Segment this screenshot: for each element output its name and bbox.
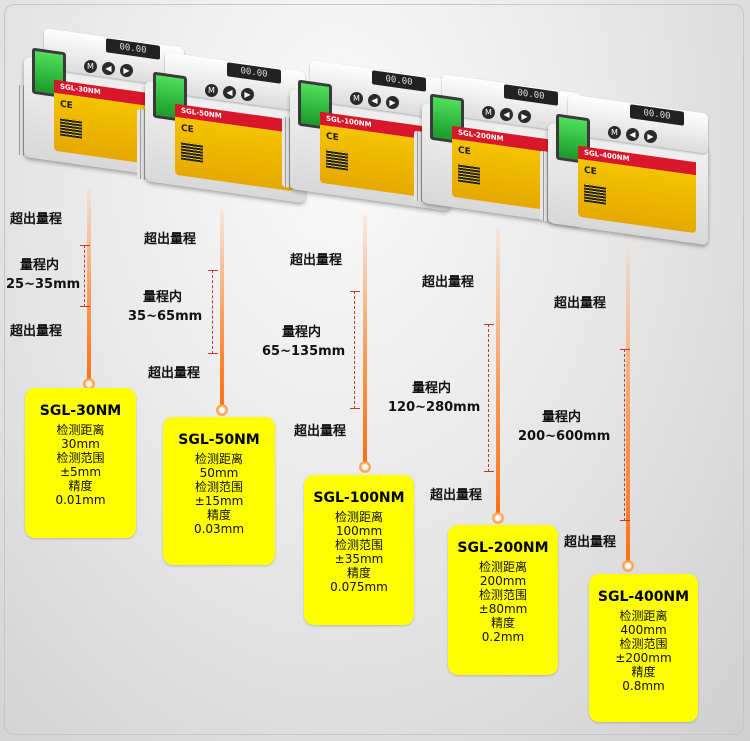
detect-distance-value: 400mm [620,623,667,637]
detect-range-label: 检测范围 [56,451,105,465]
detect-range-value: ±35mm [334,552,384,566]
laser-spot [359,461,371,473]
spec-card-400nm: SGL-400NM 检测距离 400mm 检测范围 ±200mm 精度 0.8m… [589,574,698,722]
laser-beam [363,215,367,467]
detect-distance-label: 检测距离 [619,609,668,623]
range-marker [208,270,218,354]
in-range-value: 200~600mm [518,429,611,444]
out-of-range-top: 超出量程 [10,212,63,227]
detect-range-value: ±80mm [478,602,528,616]
laser-beam [87,190,91,384]
out-of-range-top: 超出量程 [290,253,343,268]
model-name: SGL-100NM [313,490,405,506]
detect-range-value: ±200mm [615,651,672,665]
laser-beam [496,228,500,518]
accuracy-label: 精度 [346,566,371,580]
laser-spot [492,512,504,524]
range-marker [80,245,90,307]
accuracy-value: 0.01mm [55,493,106,507]
m-button[interactable]: M [205,84,218,97]
sensor-device-200nm: M ◀ ▶ 00.00 SGL-200NM [412,74,590,226]
left-button[interactable]: ◀ [500,108,513,121]
out-of-range-bottom: 超出量程 [564,535,617,550]
range-marker [350,291,360,409]
accuracy-value: 0.075mm [330,580,388,594]
right-button[interactable]: ▶ [518,110,531,123]
right-button[interactable]: ▶ [644,130,657,143]
detect-range-label: 检测范围 [478,588,527,602]
right-button[interactable]: ▶ [386,96,399,109]
detect-distance-label: 检测距离 [194,452,243,466]
laser-spot [622,560,634,572]
right-button[interactable]: ▶ [241,88,254,101]
out-of-range-top: 超出量程 [422,275,475,290]
left-button[interactable]: ◀ [626,128,639,141]
accuracy-label: 精度 [490,616,515,630]
detect-distance-label: 检测距离 [478,560,527,574]
sensor-device-50nm: M ◀ ▶ 00.00 SGL-50NM [135,52,313,204]
sensor-device-30nm: M ◀ ▶ 00.00 SGL-30NM [14,28,192,180]
out-of-range-bottom: 超出量程 [430,488,483,503]
in-range-label: 量程内 [282,325,322,340]
detect-distance-label: 检测距离 [334,510,383,524]
accuracy-label: 精度 [631,665,656,679]
out-of-range-bottom: 超出量程 [294,424,347,439]
accuracy-value: 0.2mm [481,630,525,644]
in-range-value: 120~280mm [388,400,481,415]
out-of-range-bottom: 超出量程 [10,324,63,339]
detect-range-label: 检测范围 [619,637,668,651]
range-marker [484,324,494,472]
detect-distance-value: 50mm [199,466,239,480]
detect-range-label: 检测范围 [194,480,243,494]
laser-spot [216,404,228,416]
laser-beam [626,248,630,566]
right-button[interactable]: ▶ [120,64,133,77]
spec-card-30nm: SGL-30NM 检测距离 30mm 检测范围 ±5mm 精度 0.01mm [25,388,136,538]
in-range-label: 量程内 [412,381,452,396]
m-button[interactable]: M [482,106,495,119]
m-button[interactable]: M [84,60,97,73]
in-range-value: 35~65mm [128,309,203,324]
accuracy-label: 精度 [68,479,93,493]
detect-range-label: 检测范围 [334,538,383,552]
in-range-value: 65~135mm [262,344,346,359]
spec-card-100nm: SGL-100NM 检测距离 100mm 检测范围 ±35mm 精度 0.075… [304,475,414,625]
detect-distance-value: 30mm [61,437,100,451]
model-name: SGL-50NM [178,432,260,448]
accuracy-value: 0.8mm [622,679,665,693]
model-name: SGL-400NM [597,589,690,605]
detect-range-value: ±5mm [59,465,102,479]
out-of-range-top: 超出量程 [144,232,197,247]
left-button[interactable]: ◀ [368,94,381,107]
laser-spot [83,378,95,390]
detect-range-value: ±15mm [194,494,244,508]
left-button[interactable]: ◀ [223,86,236,99]
in-range-label: 量程内 [20,258,60,273]
sensor-device-400nm: M ◀ ▶ 00.00 SGL-400NM [538,94,716,246]
accuracy-value: 0.03mm [193,522,245,536]
sensor-device-100nm: M ◀ ▶ 00.00 SGL-100NM [280,60,458,212]
detect-distance-value: 200mm [479,574,527,588]
model-name: SGL-30NM [39,403,122,419]
detect-distance-value: 100mm [335,524,383,538]
in-range-label: 量程内 [143,290,183,305]
spec-card-200nm: SGL-200NM 检测距离 200mm 检测范围 ±80mm 精度 0.2mm [448,525,558,675]
in-range-label: 量程内 [542,410,582,425]
range-marker [620,349,630,521]
detect-distance-label: 检测距离 [56,423,105,437]
model-name: SGL-200NM [457,540,549,556]
out-of-range-top: 超出量程 [554,296,607,311]
accuracy-label: 精度 [206,508,231,522]
left-button[interactable]: ◀ [102,62,115,75]
in-range-value: 25~35mm [6,277,81,292]
laser-beam [220,210,224,410]
m-button[interactable]: M [608,126,621,139]
m-button[interactable]: M [350,92,363,105]
spec-card-50nm: SGL-50NM 检测距离 50mm 检测范围 ±15mm 精度 0.03mm [163,417,275,565]
out-of-range-bottom: 超出量程 [148,366,201,381]
